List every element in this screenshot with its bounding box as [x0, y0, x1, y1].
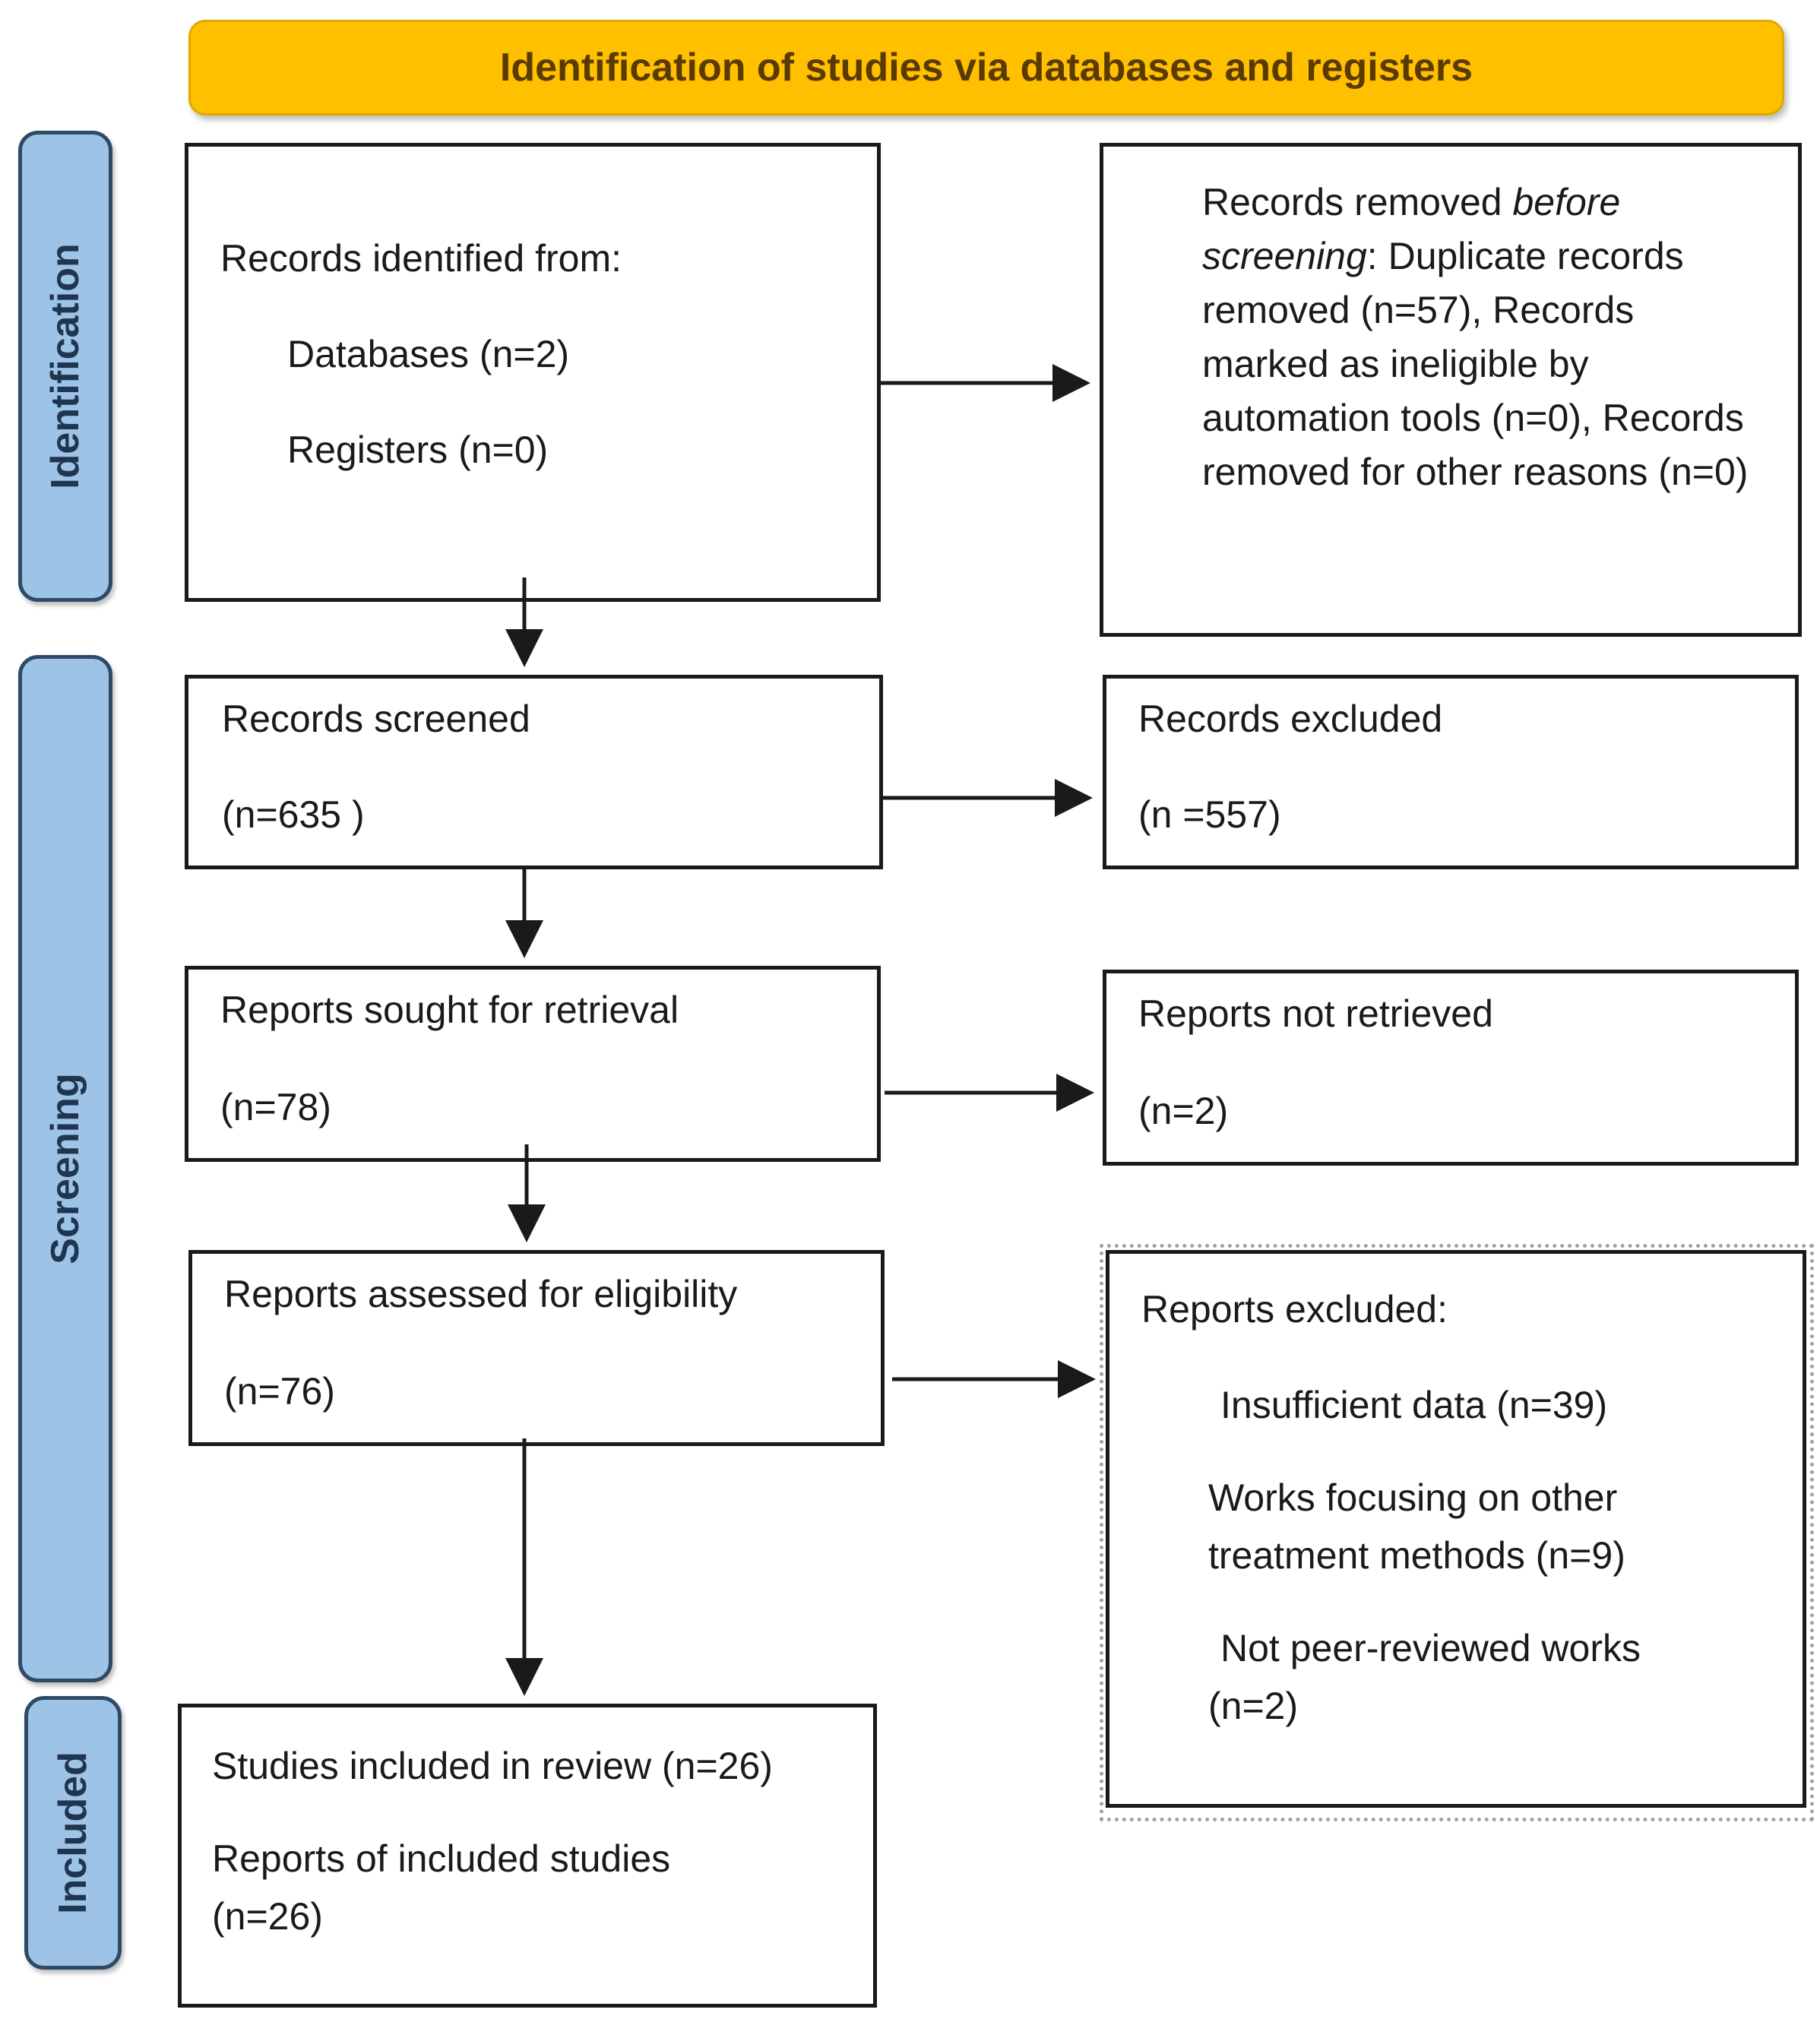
reports-not-retrieved-count: (n=2): [1138, 1090, 1229, 1132]
reports-excluded-heading: Reports excluded:: [1141, 1288, 1448, 1331]
reports-sought-box: Reports sought for retrieval (n=78): [185, 966, 881, 1162]
records-excluded-box: Records excluded (n =557): [1103, 675, 1799, 869]
records-screened-label: Records screened: [222, 698, 530, 740]
records-removed-italic: before screening: [1202, 181, 1621, 277]
records-excluded-label: Records excluded: [1138, 698, 1443, 740]
reason-insufficient-data: Insufficient data (n=39): [1220, 1384, 1608, 1426]
studies-included-box: Studies included in review (n=26) Report…: [178, 1704, 877, 2008]
records-removed-text: Records removed before screening: Duplic…: [1202, 176, 1765, 499]
phase-screening: Screening: [18, 655, 112, 1682]
reports-assessed-count: (n=76): [224, 1370, 335, 1413]
records-excluded-count: (n =557): [1138, 793, 1281, 836]
reason-other-methods-line1: Works focusing on other: [1208, 1476, 1618, 1519]
reports-excluded-frame: [1100, 1244, 1814, 1821]
phase-identification: Identification: [18, 131, 112, 602]
records-removed-rest: : Duplicate records removed (n=57), Reco…: [1202, 235, 1749, 493]
reports-included-line1: Reports of included studies: [212, 1837, 671, 1880]
records-identified-heading: Records identified from:: [220, 237, 622, 280]
records-screened-count: (n=635 ): [222, 793, 365, 836]
records-removed-prefix: Records removed: [1202, 181, 1513, 223]
reason-other-methods-line2: treatment methods (n=9): [1208, 1534, 1625, 1577]
registers-count: Registers (n=0): [287, 429, 549, 471]
reason-not-peer-reviewed-line1: Not peer-reviewed works: [1220, 1627, 1641, 1669]
studies-included-label: Studies included in review (n=26): [212, 1745, 773, 1787]
records-identified-box: Records identified from: Databases (n=2)…: [185, 143, 881, 602]
reason-not-peer-reviewed-line2: (n=2): [1208, 1685, 1299, 1727]
databases-count: Databases (n=2): [287, 333, 570, 375]
records-screened-box: Records screened (n=635 ): [185, 675, 883, 869]
records-removed-box: Records removed before screening: Duplic…: [1100, 143, 1802, 637]
reports-included-line2: (n=26): [212, 1895, 323, 1938]
header-title: Identification of studies via databases …: [499, 46, 1473, 90]
reports-sought-count: (n=78): [220, 1086, 331, 1128]
reports-excluded-box: Reports excluded: Insufficient data (n=3…: [1106, 1250, 1806, 1808]
reports-assessed-label: Reports assessed for eligibility: [224, 1273, 738, 1315]
reports-sought-label: Reports sought for retrieval: [220, 989, 679, 1031]
header-banner: Identification of studies via databases …: [188, 20, 1784, 116]
reports-not-retrieved-label: Reports not retrieved: [1138, 992, 1493, 1035]
reports-assessed-box: Reports assessed for eligibility (n=76): [188, 1250, 885, 1446]
reports-not-retrieved-box: Reports not retrieved (n=2): [1103, 970, 1799, 1166]
phase-included: Included: [24, 1696, 122, 1970]
